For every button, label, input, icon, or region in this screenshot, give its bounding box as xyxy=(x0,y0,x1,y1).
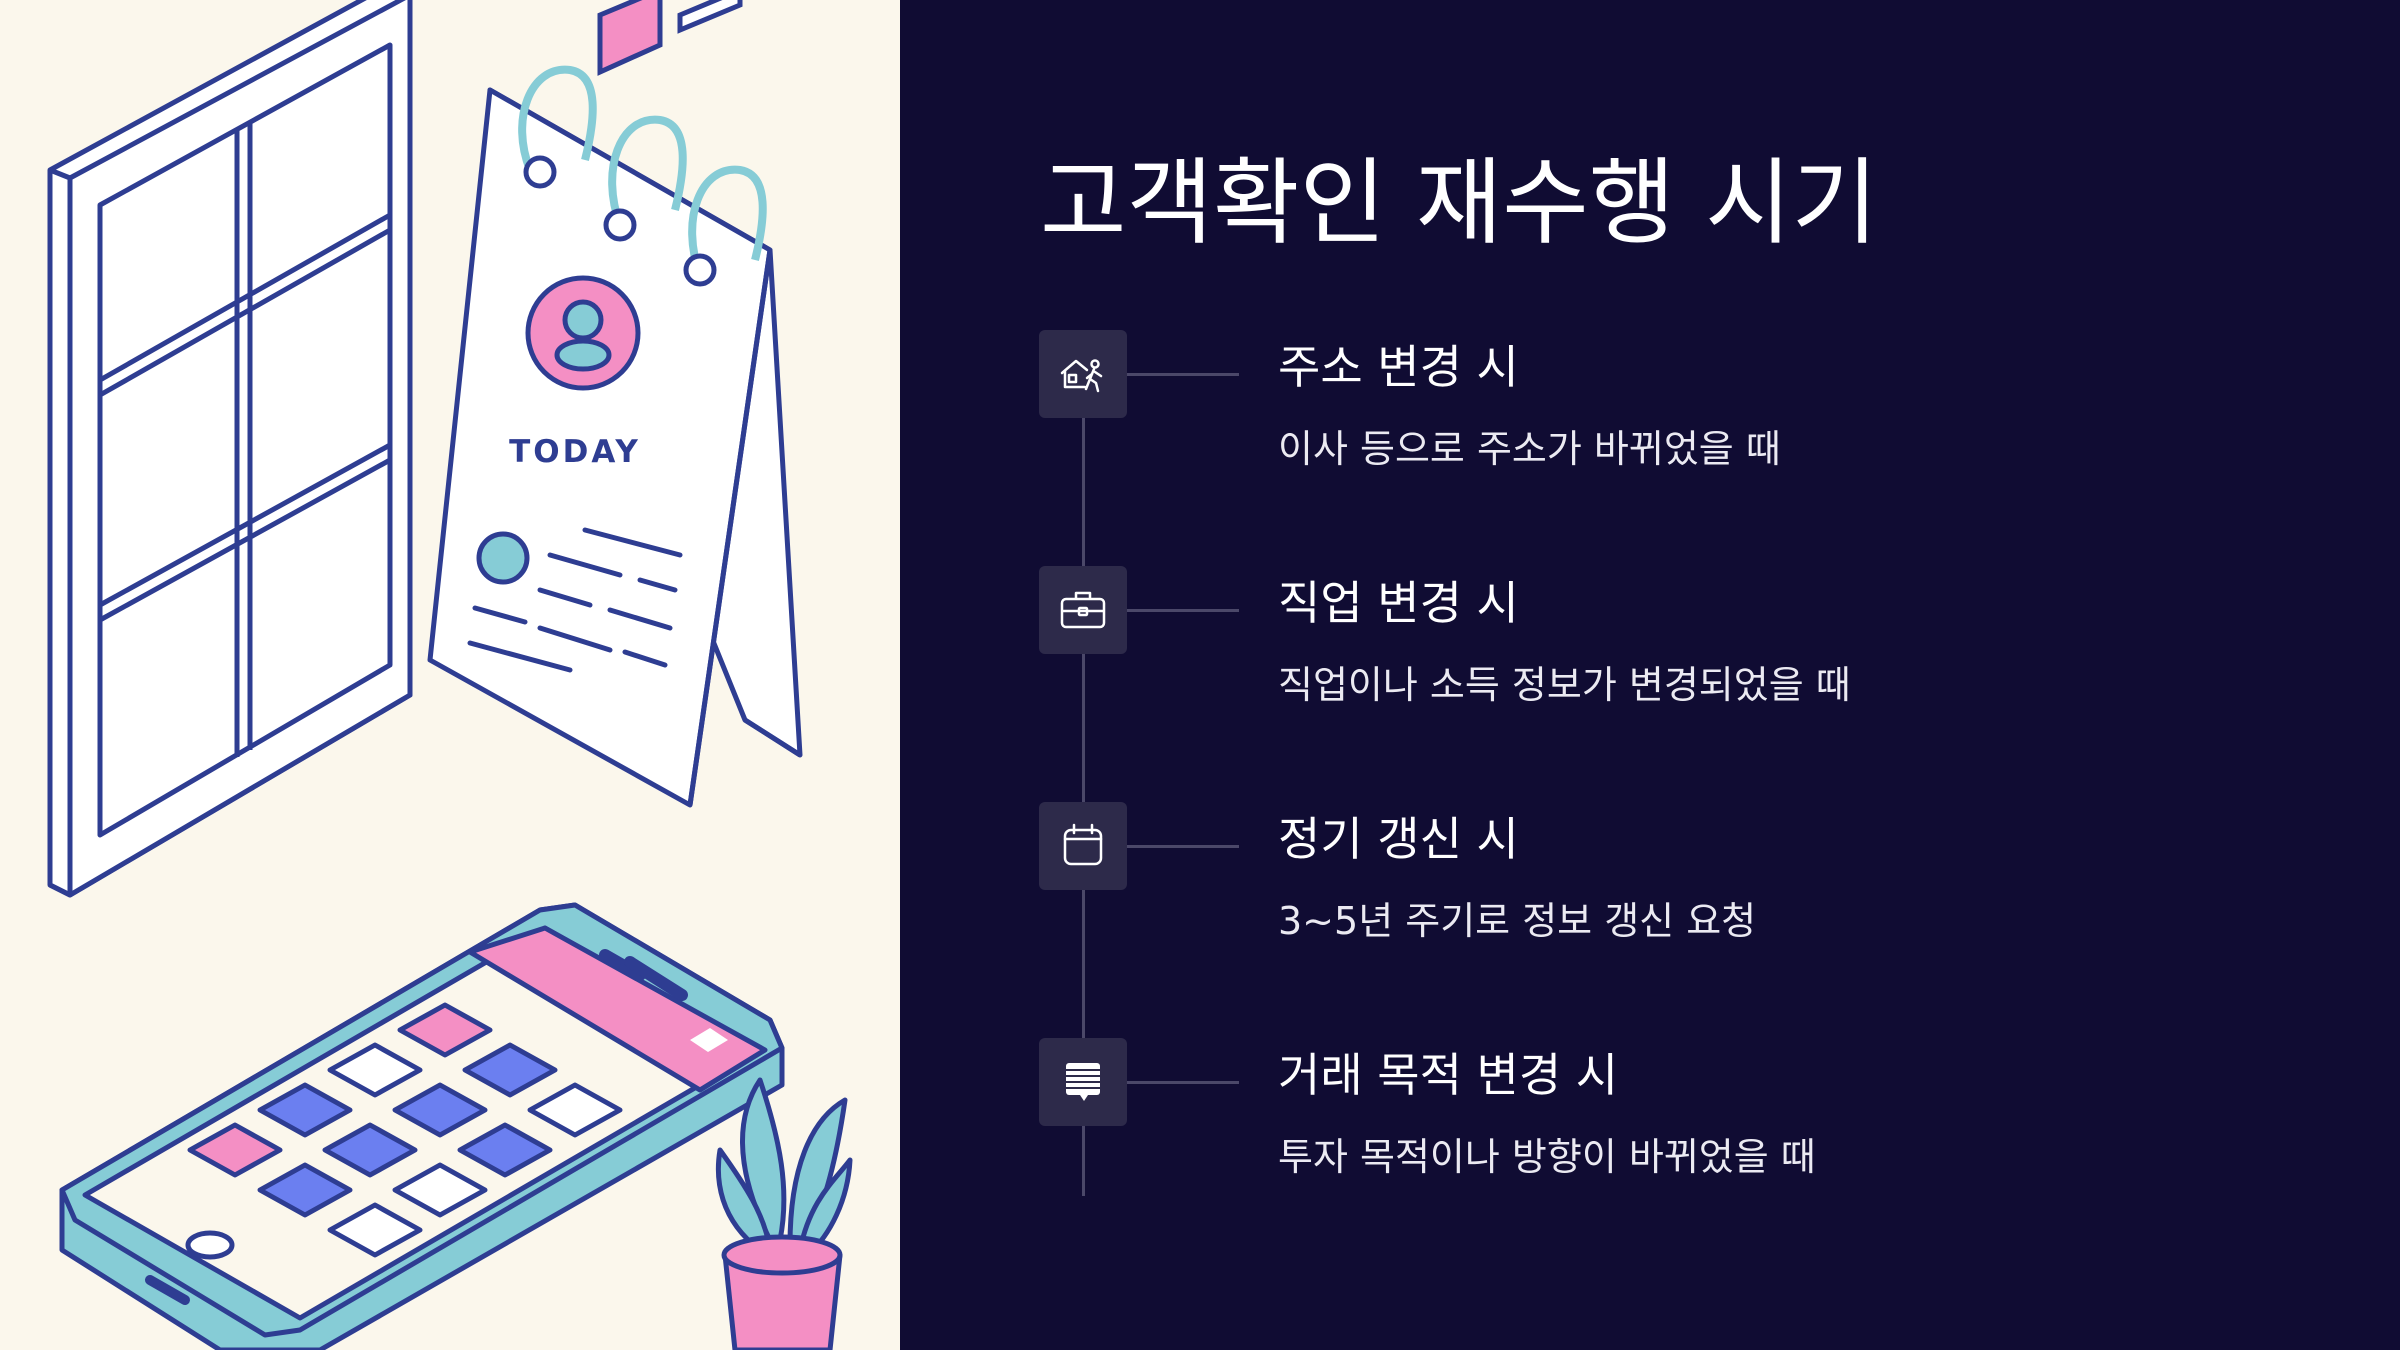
timeline-connector xyxy=(1127,373,1239,376)
plant-icon xyxy=(715,1077,853,1350)
timeline-item-purpose: 거래 목적 변경 시 투자 목적이나 방향이 바뀌었을 때 xyxy=(900,1038,2400,1238)
moving-house-icon xyxy=(1060,359,1103,393)
item-description: 3~5년 주기로 정보 갱신 요청 xyxy=(1278,899,1757,943)
timeline-item-address: 주소 변경 시 이사 등으로 주소가 바뀌었을 때 xyxy=(900,330,2400,530)
item-title: 직업 변경 시 xyxy=(1278,576,1519,630)
timeline-connector xyxy=(1127,1081,1239,1084)
icon-box xyxy=(1039,802,1127,890)
icon-box xyxy=(1039,566,1127,654)
timeline-connector xyxy=(1127,845,1239,848)
item-description: 직업이나 소득 정보가 변경되었을 때 xyxy=(1278,663,1851,707)
content-panel: 고객확인 재수행 시기 주소 변경 시 이사 등으로 주소가 바뀌었을 때 xyxy=(900,0,2400,1350)
item-description: 이사 등으로 주소가 바뀌었을 때 xyxy=(1278,427,1781,471)
timeline-item-renewal: 정기 갱신 시 3~5년 주기로 정보 갱신 요청 xyxy=(900,802,2400,1002)
smartphone-icon xyxy=(59,902,785,1350)
timeline-connector xyxy=(1127,609,1239,612)
illustration: TODAY xyxy=(47,0,853,1350)
item-description: 투자 목적이나 방향이 바뀌었을 때 xyxy=(1278,1135,1816,1179)
item-title: 정기 갱신 시 xyxy=(1278,812,1519,866)
item-title: 주소 변경 시 xyxy=(1278,340,1519,394)
illustration-panel: TODAY xyxy=(0,0,900,1350)
page-title: 고객확인 재수행 시기 xyxy=(1040,149,1879,258)
timeline-item-job: 직업 변경 시 직업이나 소득 정보가 변경되었을 때 xyxy=(900,566,2400,766)
desk-calendar-icon xyxy=(427,65,803,808)
window-icon xyxy=(47,0,413,898)
calendar-icon xyxy=(1063,823,1103,866)
document-icon xyxy=(1066,1063,1100,1101)
briefcase-icon xyxy=(1060,591,1106,629)
calendar-today-label: TODAY xyxy=(509,434,641,470)
item-title: 거래 목적 변경 시 xyxy=(1278,1048,1619,1102)
icon-box xyxy=(1039,330,1127,418)
icon-box xyxy=(1039,1038,1127,1126)
